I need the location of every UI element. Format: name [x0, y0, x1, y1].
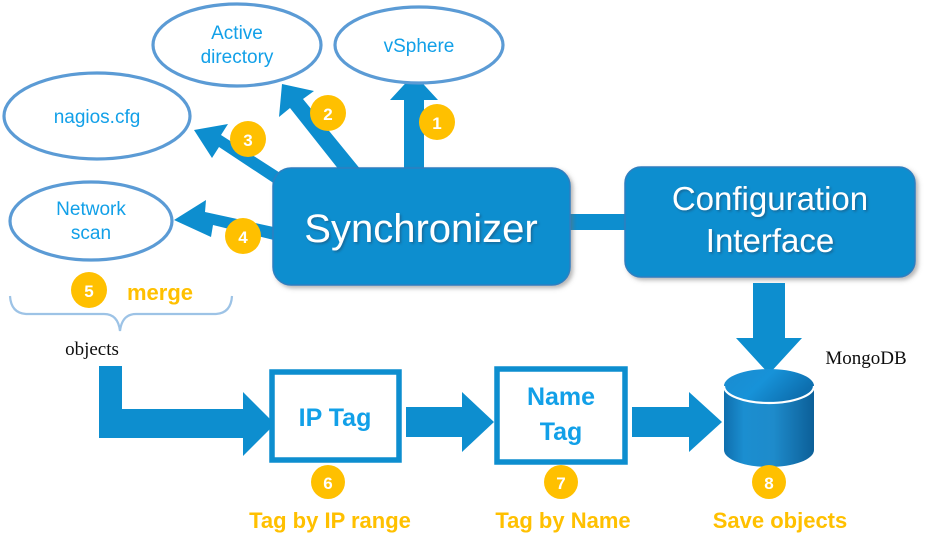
- step-label-tag-by-ip-range: Tag by IP range: [249, 508, 411, 533]
- badge-7: 7: [544, 465, 578, 499]
- badge-3: 3: [230, 121, 266, 157]
- step-label-tag-by-name: Tag by Name: [495, 508, 630, 533]
- badge-5: 5: [71, 272, 107, 308]
- configuration-interface-label-line2: Interface: [706, 222, 834, 259]
- synchronizer-label: Synchronizer: [304, 207, 537, 251]
- merge-brace: [8, 295, 234, 332]
- objects-label: objects: [65, 339, 119, 360]
- ip-tag-box[interactable]: IP Tag: [269, 369, 402, 463]
- source-node-network-scan[interactable]: Network scan: [8, 180, 174, 262]
- name-tag-box[interactable]: Name Tag: [494, 366, 628, 465]
- source-label-network-scan-line2: scan: [71, 223, 111, 244]
- badge-2-number: 2: [323, 105, 332, 124]
- badge-3-number: 3: [243, 131, 252, 150]
- source-label-active-directory-line2: directory: [201, 47, 274, 68]
- source-node-nagios-cfg[interactable]: nagios.cfg: [2, 71, 192, 161]
- step-label-save-objects: Save objects: [713, 508, 848, 533]
- name-tag-label-line1: Name: [527, 383, 595, 411]
- source-node-vsphere[interactable]: vSphere: [333, 5, 505, 85]
- arrow-config-to-mongodb: [736, 283, 802, 374]
- badge-1: 1: [419, 104, 455, 140]
- badge-8-number: 8: [764, 474, 773, 493]
- badge-6-number: 6: [323, 474, 332, 493]
- arrow-ip-tag-to-name-tag: [406, 392, 494, 452]
- configuration-interface-label-line1: Configuration: [672, 180, 868, 217]
- source-label-network-scan-line1: Network: [56, 199, 126, 220]
- source-label-vsphere: vSphere: [384, 36, 455, 57]
- arrow-to-vsphere: [390, 74, 438, 180]
- ip-tag-label: IP Tag: [299, 404, 372, 432]
- source-label-nagios-cfg: nagios.cfg: [54, 107, 141, 128]
- badge-5-number: 5: [84, 282, 93, 301]
- source-node-active-directory[interactable]: Active directory: [151, 2, 323, 88]
- badge-2: 2: [310, 95, 346, 131]
- merge-label: merge: [127, 280, 193, 305]
- arrow-name-tag-to-mongodb: [632, 392, 722, 452]
- synchronizer-box[interactable]: Synchronizer: [272, 167, 571, 286]
- arrow-to-active-directory: [279, 84, 361, 180]
- configuration-interface-box[interactable]: Configuration Interface: [624, 166, 916, 278]
- mongodb-label: MongoDB: [825, 348, 906, 369]
- source-label-active-directory-line1: Active: [211, 23, 263, 44]
- badge-4-number: 4: [238, 228, 248, 247]
- badge-1-number: 1: [432, 114, 441, 133]
- arrow-objects-to-ip-tag: [99, 366, 275, 456]
- badge-4: 4: [225, 218, 261, 254]
- name-tag-label-line2: Tag: [540, 418, 583, 446]
- badge-7-number: 7: [556, 474, 565, 493]
- badge-8: 8: [752, 465, 786, 499]
- arrow-to-nagios: [194, 124, 288, 190]
- connector-synchronizer-to-config: [565, 214, 631, 230]
- badge-6: 6: [311, 465, 345, 499]
- mongodb-cylinder[interactable]: [722, 369, 816, 467]
